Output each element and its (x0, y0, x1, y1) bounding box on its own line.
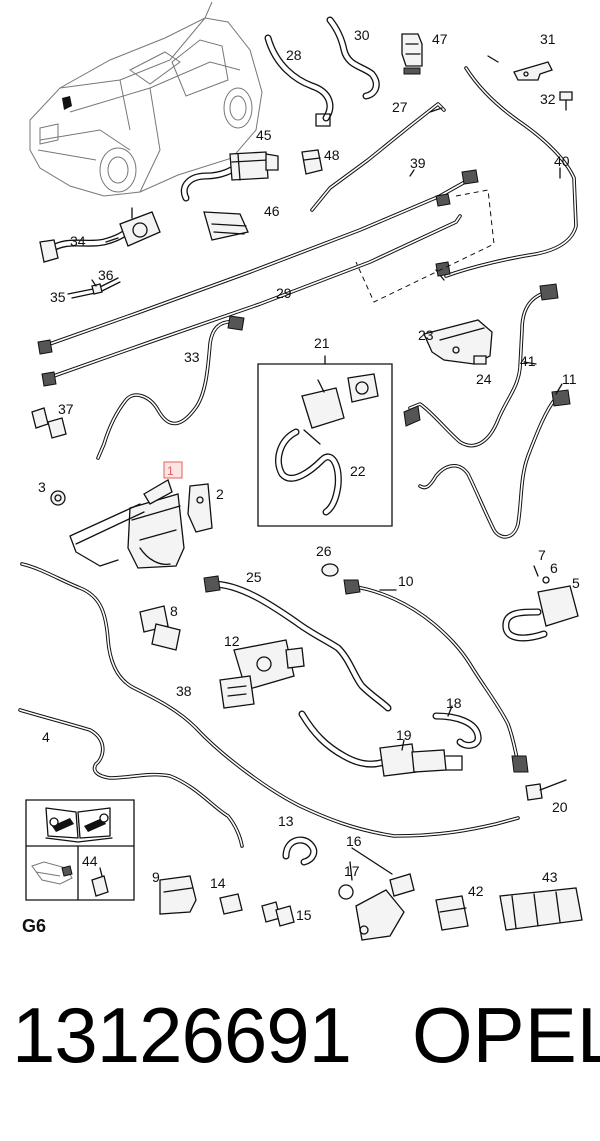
callout-36: 36 (98, 267, 114, 283)
callout-21: 21 (314, 335, 330, 351)
callout-27: 27 (392, 99, 408, 115)
callout-6: 6 (550, 560, 558, 576)
callout-5: 5 (572, 575, 580, 591)
callout-17: 17 (344, 863, 360, 879)
callout-44: 44 (82, 853, 98, 869)
callout-39: 39 (410, 155, 426, 171)
callout-7: 7 (538, 547, 546, 563)
callout-41: 41 (520, 353, 536, 369)
callout-4: 4 (42, 729, 50, 745)
part-number: 13126691 (12, 991, 352, 1079)
callout-11: 11 (562, 371, 577, 387)
callout-1: 1 (167, 464, 174, 478)
callout-9: 9 (152, 869, 160, 885)
parts-diagram: 1234567891011121314151617181920212223242… (18, 1, 583, 941)
section-code: G6 (22, 916, 46, 936)
brand-name: OPEL (412, 991, 600, 1079)
callout-26: 26 (316, 543, 332, 559)
callout-34: 34 (70, 233, 86, 249)
callout-25: 25 (246, 569, 262, 585)
callout-23: 23 (418, 327, 434, 343)
part-44-thumbnail (91, 875, 109, 897)
vehicle-underbody-icon (31, 861, 73, 885)
callout-47: 47 (432, 31, 448, 47)
wrench-icon (49, 813, 109, 832)
callout-24: 24 (476, 371, 492, 387)
callout-labels: 1234567891011121314151617181920212223242… (38, 27, 580, 923)
callout-2: 2 (216, 486, 224, 502)
callout-20: 20 (552, 799, 568, 815)
callout-29: 29 (276, 285, 292, 301)
manual-book-icon (45, 807, 113, 843)
callout-19: 19 (396, 727, 412, 743)
callout-14: 14 (210, 875, 226, 891)
callout-8: 8 (170, 603, 178, 619)
callout-32: 32 (540, 91, 556, 107)
callout-45: 45 (256, 127, 272, 143)
callout-48: 48 (324, 147, 340, 163)
callout-3: 3 (38, 479, 46, 495)
callout-10: 10 (398, 573, 414, 589)
callout-46: 46 (264, 203, 280, 219)
callout-38: 38 (176, 683, 192, 699)
callout-15: 15 (296, 907, 312, 923)
callout-16: 16 (346, 833, 362, 849)
callout-43: 43 (542, 869, 558, 885)
callout-35: 35 (50, 289, 66, 305)
callout-1-highlight (163, 461, 183, 479)
callout-28: 28 (286, 47, 302, 63)
part-footer: 13126691 OPEL (0, 985, 600, 1105)
callout-18: 18 (446, 695, 462, 711)
callout-37: 37 (58, 401, 74, 417)
callout-22: 22 (350, 463, 366, 479)
callout-12: 12 (224, 633, 240, 649)
callout-13: 13 (278, 813, 294, 829)
callout-30: 30 (354, 27, 370, 43)
legend-box (25, 799, 135, 901)
callout-33: 33 (184, 349, 200, 365)
callout-42: 42 (468, 883, 484, 899)
callout-40: 40 (554, 153, 570, 169)
callout-31: 31 (540, 31, 556, 47)
vehicle-outline (29, 1, 263, 197)
